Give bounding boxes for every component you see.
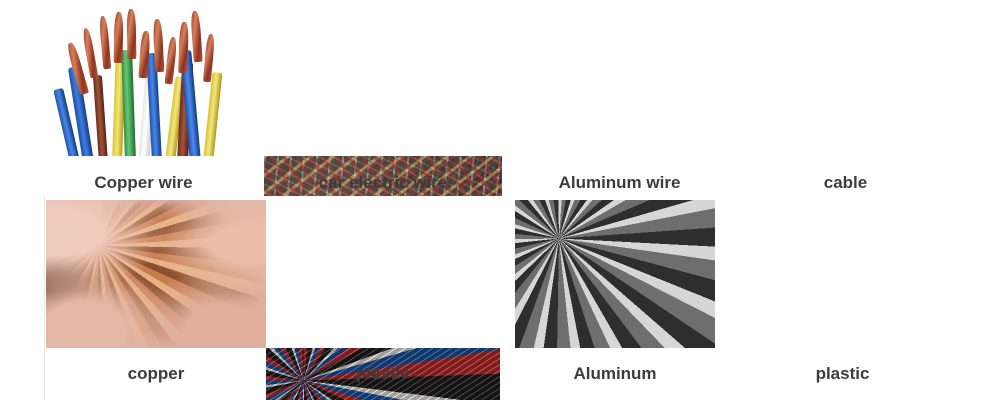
car-electric-wire-photo <box>264 156 502 196</box>
caption-aluminum: Aluminum <box>573 364 657 383</box>
aluminum-granules-photo <box>515 200 715 348</box>
caption-car-electric-wire: car electric wire <box>318 173 448 192</box>
copper-granules-photo <box>46 200 266 348</box>
caption-cable: cable <box>823 173 868 192</box>
caption-plastic-black: plastic <box>815 364 870 383</box>
grid-row-input-materials: Copper wire car electric wire Al <box>0 0 1000 196</box>
caption-copper: copper <box>127 364 185 383</box>
caption-plastic-mixed: plastic <box>356 364 410 383</box>
grid-row-output-materials: copper plastic Aluminum plastic <box>0 196 1000 400</box>
copper-wire-photo <box>42 0 245 156</box>
caption-aluminum-wire: Aluminum wire <box>558 173 681 192</box>
left-divider-line <box>44 196 45 400</box>
plastic-granules-mixed-photo <box>266 348 500 400</box>
caption-copper-wire: Copper wire <box>94 173 193 192</box>
